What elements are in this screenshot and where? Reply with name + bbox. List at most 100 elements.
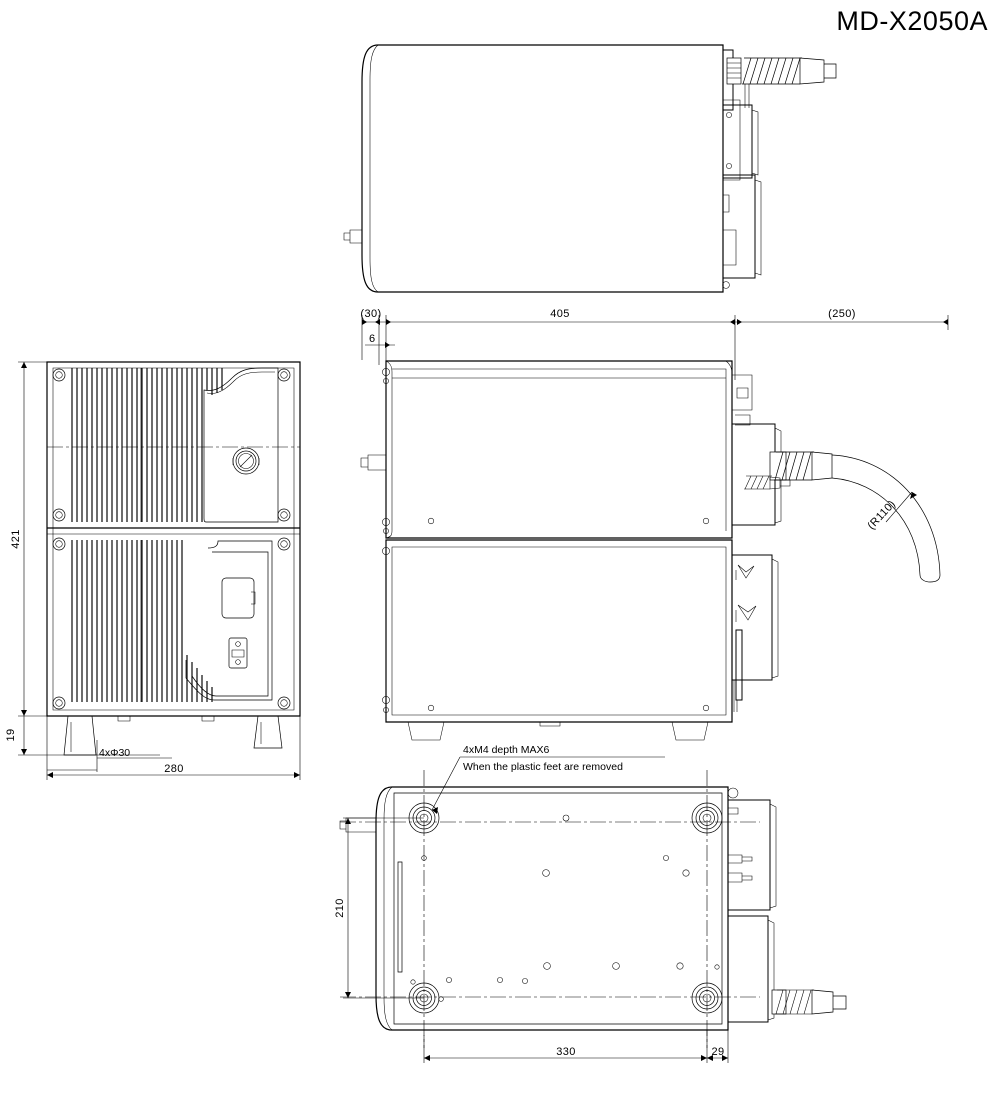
side-view-lower-port-a — [737, 564, 755, 579]
bottom-view-left-edge — [383, 786, 393, 1031]
rear-view-foot-left — [63, 715, 97, 756]
bscrew-13 — [522, 978, 528, 984]
side-view-connector-block-lower — [732, 554, 773, 681]
side-screw-mid-r — [702, 517, 710, 525]
rear-screw-ml2 — [52, 537, 66, 551]
dim-tick-e — [737, 319, 742, 325]
bscrew-5 — [682, 869, 690, 877]
rear-view-foot-right — [253, 715, 283, 749]
dim-tick-c — [386, 319, 391, 325]
side-screw-tl2 — [383, 378, 389, 384]
rear-screw-br-in — [280, 699, 288, 707]
side-screw-bot-l — [427, 704, 435, 712]
bottom-view-left-nub-tip — [339, 820, 346, 830]
top-view-screw-2 — [726, 163, 732, 169]
dim-19-label: 19 — [5, 728, 17, 741]
dim-r110-label: (R110) — [865, 498, 898, 532]
top-view-port-block — [723, 229, 737, 266]
side-screw-bl — [382, 518, 390, 526]
bottom-view-left-nub — [345, 817, 376, 833]
rear-screw-bl — [52, 696, 66, 710]
rear-screw-mr-in — [280, 511, 288, 519]
side-view-lower-tail — [733, 680, 738, 712]
top-view-cable-lead — [744, 84, 750, 108]
top-view-cable-connector-tip — [824, 63, 837, 79]
foot-br-core — [702, 993, 712, 1003]
dim-tick-6 — [385, 342, 390, 348]
bottom-view-feet — [408, 802, 723, 1014]
side-view-cable-gland — [769, 451, 787, 481]
rear-view-connector-mid — [235, 450, 257, 472]
side-view-screws — [382, 368, 710, 713]
rear-view-display-window — [221, 577, 255, 619]
foot-tr-inner — [699, 810, 715, 826]
side-view-cable-end — [919, 574, 941, 583]
top-view-connector-block-lower — [723, 174, 756, 279]
rear-view-dsub-opening — [231, 649, 245, 658]
dim-330-arrow-right — [701, 1055, 707, 1061]
dim-tick-a — [362, 319, 367, 325]
side-view-lower-body — [385, 539, 733, 723]
side-view-connector-block-lower-side — [771, 558, 779, 679]
rear-view-lower-vents — [71, 540, 213, 702]
side-view-top-port-opening — [736, 387, 749, 399]
foot-tr-outer — [691, 802, 723, 834]
side-screw-tl3 — [382, 547, 390, 555]
bottom-view-tab-b — [728, 854, 743, 864]
rear-screw-br — [277, 696, 291, 710]
side-view-dimension-row: (30) 405 (250) 6 — [360, 308, 949, 380]
side-view-foot-right — [671, 721, 709, 741]
side-view-left-nub — [367, 454, 386, 471]
side-view-upper-body-inner — [392, 368, 727, 531]
side-view-upper-body — [385, 360, 733, 539]
top-view-cable-connector-body — [799, 57, 825, 85]
top-view-cable-spring-coils — [742, 57, 801, 85]
top-view-left-nub — [349, 229, 362, 244]
dim-29-arrow-left — [707, 1055, 713, 1061]
rear-view-body-outline — [46, 361, 301, 717]
bottom-view-left-slot — [397, 861, 403, 973]
bottom-view-tab-a — [728, 807, 739, 815]
dim-r110-leader — [885, 491, 913, 523]
rear-screw-mr — [277, 508, 291, 522]
mount-callout-leader — [431, 756, 461, 811]
rear-view-dsub-screw-top — [235, 641, 241, 647]
side-view: (30) 405 (250) 6 — [360, 308, 949, 741]
dim-210-arrow-bottom — [345, 992, 351, 998]
bscrew-6 — [543, 962, 551, 970]
bottom-view-cable-spring-coils — [775, 989, 812, 1015]
bscrew-14 — [438, 996, 444, 1002]
bottom-view-connector-block-upper-side — [769, 803, 777, 909]
top-view-left-edge — [369, 44, 379, 293]
rear-screw-tl — [52, 368, 66, 382]
rear-screw-tr — [277, 368, 291, 382]
side-screw-bl2 — [383, 528, 389, 534]
side-view-connector-block-upper — [732, 423, 776, 526]
bscrew-12 — [497, 977, 503, 983]
dim-421-arrow-bottom — [21, 710, 27, 716]
rear-view-body-inner — [52, 367, 295, 711]
rear-view-connector-slot — [239, 454, 253, 468]
top-view-connector-block-upper-side — [751, 109, 759, 176]
side-screw-tl — [382, 368, 390, 376]
rear-screw-bl-in — [55, 699, 63, 707]
side-view-small-cable-envelope — [744, 475, 772, 490]
rear-view-right-panel-lower — [185, 540, 273, 701]
bscrew-3 — [542, 869, 550, 877]
foot-tr-mid — [695, 806, 719, 830]
rear-screw-ml2-in — [55, 540, 63, 548]
bscrew-8 — [676, 962, 684, 970]
dim-280-arrow-right — [294, 772, 300, 778]
side-view-top-port-housing — [732, 374, 753, 411]
dim-421-label: 421 — [10, 529, 22, 549]
top-view-left-nub-tip — [343, 232, 350, 241]
dim-r110-arrow — [910, 492, 917, 499]
dim-210-arrow-top — [345, 818, 351, 824]
rear-view-bottom-notch-b — [201, 716, 215, 722]
side-view-upper-right-round — [725, 360, 733, 374]
top-view-port-tab — [723, 194, 730, 213]
bottom-view: 4xM4 depth MAX6 When the plastic feet ar… — [334, 744, 847, 1063]
dim-19-arrow — [21, 749, 27, 755]
